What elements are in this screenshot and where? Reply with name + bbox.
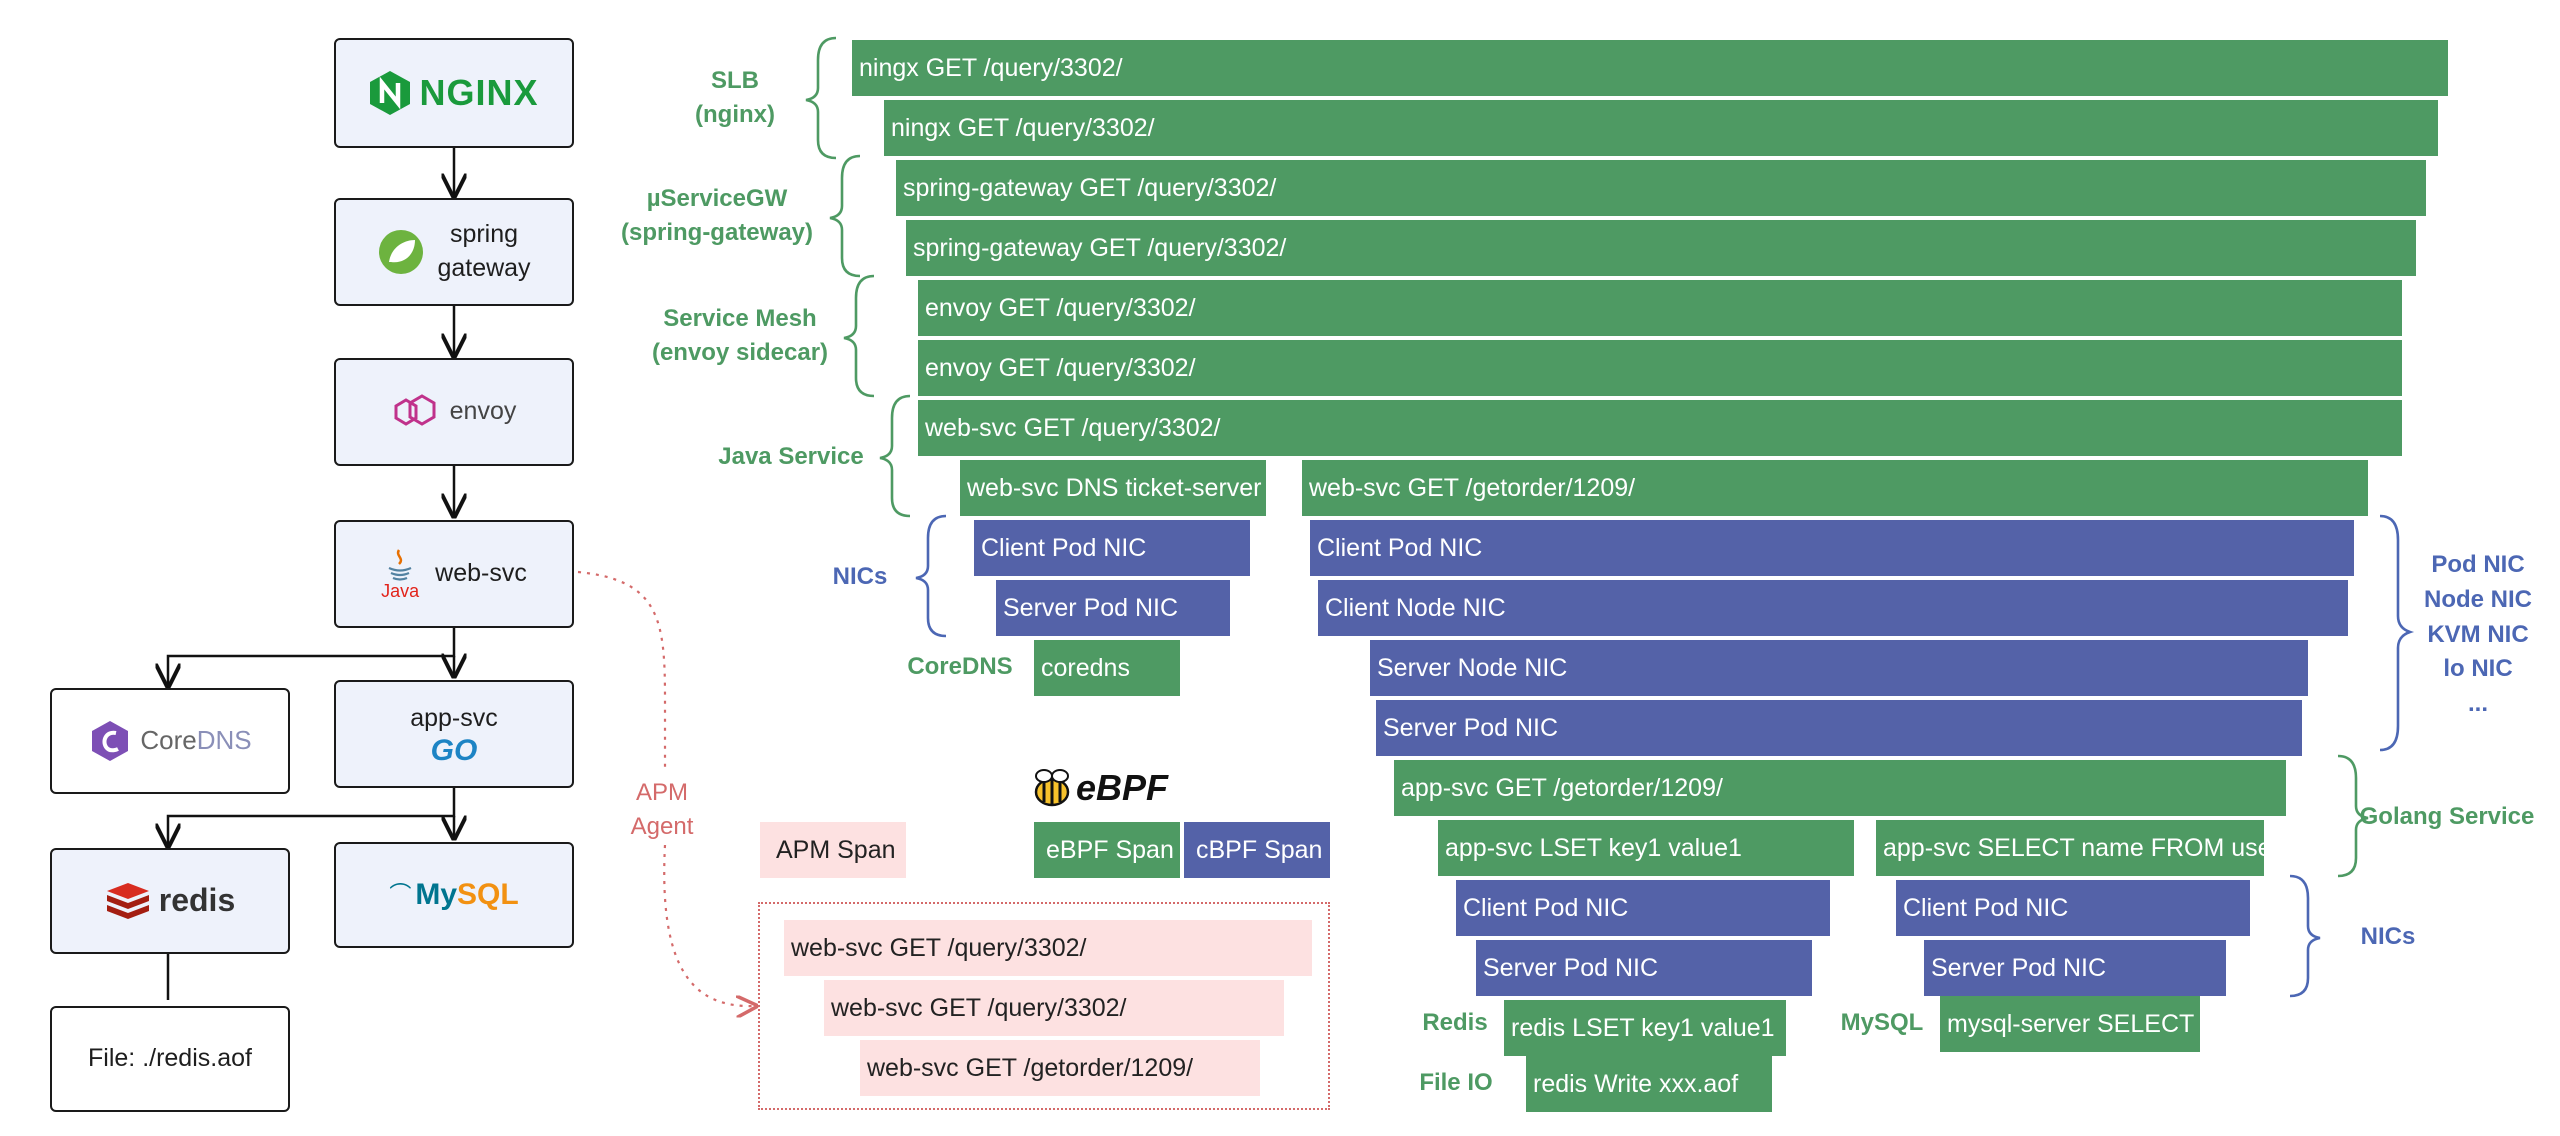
- label-right-nics: Pod NIC Node NIC KVM NIC lo NIC ...: [2424, 551, 2532, 718]
- label-nics-1: NICs: [832, 563, 888, 590]
- span-web-svc-getorder: web-svc GET /getorder/1209/: [1302, 460, 2368, 516]
- label-mysql: MySQL: [1840, 1009, 1924, 1036]
- arrow-appsvc-redis: [168, 788, 456, 846]
- mysql-dolphin-icon: ⌒: [389, 882, 412, 908]
- bee-icon: [1034, 769, 1070, 807]
- mysql-label-my: My: [415, 877, 458, 911]
- span-client-pod-nic-b: Client Pod NIC: [1310, 520, 2354, 576]
- span-server-pod-nic-a: Server Pod NIC: [996, 580, 1230, 636]
- span-web-svc-dns: web-svc DNS ticket-server: [960, 460, 1266, 516]
- nginx-icon: [370, 71, 411, 115]
- web-svc-box: Java web-svc: [334, 520, 574, 628]
- span-nginx-1: ningx GET /query/3302/: [852, 40, 2448, 96]
- coredns-icon: [92, 721, 129, 761]
- redis-aof-file-box: File: ./redis.aof: [50, 1006, 290, 1112]
- brace-nics1: [915, 514, 947, 638]
- apm-spans-panel: [758, 902, 1330, 1110]
- span-web-svc-query: web-svc GET /query/3302/: [918, 400, 2402, 456]
- java-label: Java: [381, 581, 420, 601]
- brace-mesh: [843, 274, 875, 398]
- span-mysql-select: mysql-server SELECT: [1940, 996, 2200, 1052]
- spring-gateway-box: spring gateway: [334, 198, 574, 306]
- span-server-pod-nic-mysql: Server Pod NIC: [1924, 940, 2226, 996]
- brace-right-nics: [2379, 514, 2415, 752]
- brace-java: [879, 394, 911, 518]
- spring-gateway-label: spring gateway: [437, 220, 531, 282]
- redis-label: redis: [158, 882, 236, 919]
- legend-cbpf-span: cBPF Span: [1184, 822, 1330, 878]
- span-server-pod-nic-redis: Server Pod NIC: [1476, 940, 1812, 996]
- label-service-mesh: Service Mesh (envoy sidecar): [651, 305, 829, 366]
- label-redis: Redis: [1422, 1009, 1488, 1036]
- span-coredns: coredns: [1034, 640, 1180, 696]
- span-spring-gateway-1: spring-gateway GET /query/3302/: [896, 160, 2426, 216]
- brace-nics2: [2289, 874, 2321, 998]
- apm-span-2: web-svc GET /query/3302/: [824, 980, 1284, 1036]
- nginx-label: NGINX: [419, 71, 539, 113]
- apm-span-3: web-svc GET /getorder/1209/: [860, 1040, 1260, 1096]
- span-nginx-2: ningx GET /query/3302/: [884, 100, 2438, 156]
- label-file-io: File IO: [1419, 1069, 1493, 1096]
- web-svc-label: web-svc: [435, 559, 527, 588]
- span-app-svc-select: app-svc SELECT name FROM user: [1876, 820, 2264, 876]
- label-slb: SLB (nginx): [695, 67, 775, 128]
- envoy-box: envoy: [334, 358, 574, 466]
- span-app-svc-lset: app-svc LSET key1 value1: [1438, 820, 1854, 876]
- span-client-pod-nic-redis: Client Pod NIC: [1456, 880, 1830, 936]
- label-nics-2: NICs: [2360, 923, 2416, 950]
- java-icon: Java: [381, 548, 419, 600]
- arrow-websvc-coredns: [168, 628, 456, 686]
- apm-agent-connector: [577, 570, 756, 1006]
- go-icon: GO: [430, 733, 478, 767]
- label-coredns: CoreDNS: [907, 653, 1013, 680]
- nginx-box: NGINX: [334, 38, 574, 148]
- brace-golang: [2337, 754, 2369, 878]
- apm-span-1: web-svc GET /query/3302/: [784, 920, 1312, 976]
- label-java-service: Java Service: [718, 443, 864, 470]
- spring-leaf-icon: [379, 230, 424, 274]
- ebpf-logo: eBPF: [1030, 764, 1180, 812]
- label-service-gateway: µServiceGW (spring-gateway): [620, 185, 814, 246]
- span-redis-lset: redis LSET key1 value1: [1504, 1000, 1786, 1056]
- envoy-icon: [394, 394, 436, 426]
- coredns-label-dns: DNS: [196, 725, 252, 756]
- span-server-pod-nic-b: Server Pod NIC: [1376, 700, 2302, 756]
- brace-gw: [829, 154, 861, 278]
- redis-icon: [106, 883, 149, 919]
- app-svc-box: app-svc GO: [334, 680, 574, 788]
- span-redis-write-aof: redis Write xxx.aof: [1526, 1056, 1772, 1112]
- app-svc-label: app-svc: [410, 704, 498, 733]
- ebpf-logo-text: eBPF: [1076, 767, 1169, 808]
- span-app-svc-getorder: app-svc GET /getorder/1209/: [1394, 760, 2286, 816]
- envoy-label: envoy: [449, 397, 517, 426]
- span-client-pod-nic-a: Client Pod NIC: [974, 520, 1250, 576]
- span-spring-gateway-2: spring-gateway GET /query/3302/: [906, 220, 2416, 276]
- span-client-node-nic: Client Node NIC: [1318, 580, 2348, 636]
- span-envoy-1: envoy GET /query/3302/: [918, 280, 2402, 336]
- span-server-node-nic: Server Node NIC: [1370, 640, 2308, 696]
- span-client-pod-nic-mysql: Client Pod NIC: [1896, 880, 2250, 936]
- coredns-label-core: Core: [140, 725, 197, 756]
- redis-box: redis: [50, 848, 290, 954]
- apm-agent-label: APM Agent: [630, 779, 694, 840]
- mysql-label-sql: SQL: [457, 877, 519, 911]
- span-envoy-2: envoy GET /query/3302/: [918, 340, 2402, 396]
- legend-ebpf-span: eBPF Span: [1034, 822, 1180, 878]
- legend-apm-span: APM Span: [760, 822, 906, 878]
- brace-slb: [805, 36, 837, 160]
- file-label: File: ./redis.aof: [88, 1044, 252, 1073]
- label-golang-service: Golang Service: [2359, 803, 2535, 830]
